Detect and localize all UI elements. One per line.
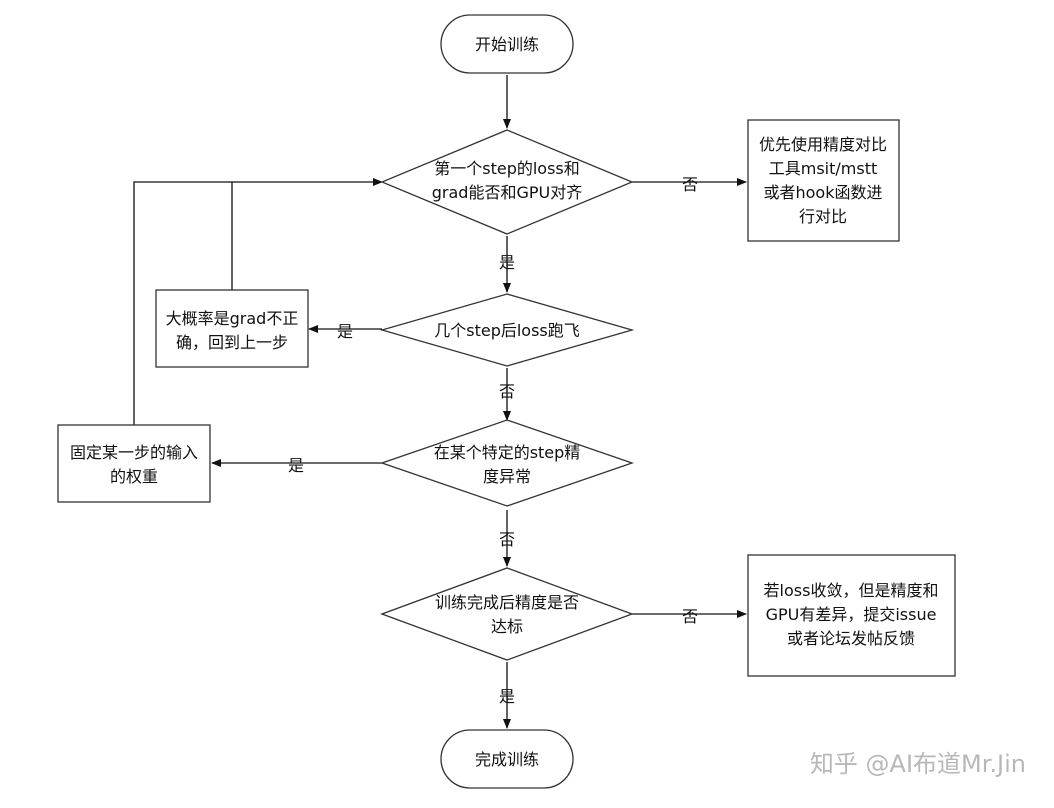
- edge-label-q4-yes: 是: [499, 687, 515, 706]
- decision-q2-label: 几个step后loss跑飞: [434, 321, 580, 340]
- decision-q3-label-line2: 度异常: [483, 467, 531, 486]
- edge-label-q2-yes: 是: [337, 322, 353, 341]
- edge-label-q3-no: 否: [499, 530, 515, 549]
- watermark: 知乎 @AI布道Mr.Jin: [810, 750, 1026, 778]
- edge-label-q1-yes: 是: [499, 253, 515, 272]
- process-compare-tools: [747, 119, 900, 242]
- process-submit-issue-line2: GPU有差异，提交issue: [766, 605, 937, 624]
- process-compare-tools-line3: 或者hook函数进: [764, 183, 883, 202]
- process-submit-issue: [747, 554, 956, 677]
- edge-label-q2-no: 否: [499, 382, 515, 401]
- process-grad-incorrect: [155, 289, 309, 368]
- edge-r3-back-to-q1: [133, 181, 232, 425]
- process-grad-incorrect-line1: 大概率是grad不正: [166, 309, 299, 328]
- decision-q4-label-line1: 训练完成后精度是否: [435, 593, 579, 612]
- start-node-label: 开始训练: [475, 35, 539, 54]
- edge-r2-back-to-q1: [231, 178, 383, 290]
- process-fix-input-line2: 的权重: [110, 467, 158, 486]
- edge-label-q3-yes: 是: [288, 456, 304, 475]
- decision-q3-label-line1: 在某个特定的step精: [434, 443, 581, 462]
- decision-q1-label-line2: grad能否和GPU对齐: [432, 183, 582, 202]
- decision-q1-label-line1: 第一个step的loss和: [434, 159, 580, 178]
- decision-q4-label-line2: 达标: [491, 617, 523, 636]
- process-submit-issue-line3: 或者论坛发帖反馈: [787, 629, 915, 648]
- process-submit-issue-line1: 若loss收敛，但是精度和: [764, 581, 939, 600]
- edge-label-q4-no: 否: [682, 607, 698, 626]
- process-fix-input: [57, 424, 211, 503]
- decision-q2: [379, 293, 635, 367]
- decision-q1: [380, 129, 634, 235]
- end-node-label: 完成训练: [475, 750, 539, 769]
- process-compare-tools-line2: 工具msit/mstt: [769, 159, 878, 178]
- decision-q4: [380, 567, 634, 661]
- decision-q3: [380, 419, 634, 507]
- edge-label-q1-no: 否: [682, 175, 698, 194]
- end-node: [440, 729, 574, 789]
- process-fix-input-line1: 固定某一步的输入: [70, 443, 198, 462]
- process-compare-tools-line1: 优先使用精度对比: [759, 135, 887, 154]
- process-grad-incorrect-line2: 确，回到上一步: [176, 333, 288, 352]
- process-compare-tools-line4: 行对比: [799, 207, 847, 226]
- start-node: [440, 14, 574, 74]
